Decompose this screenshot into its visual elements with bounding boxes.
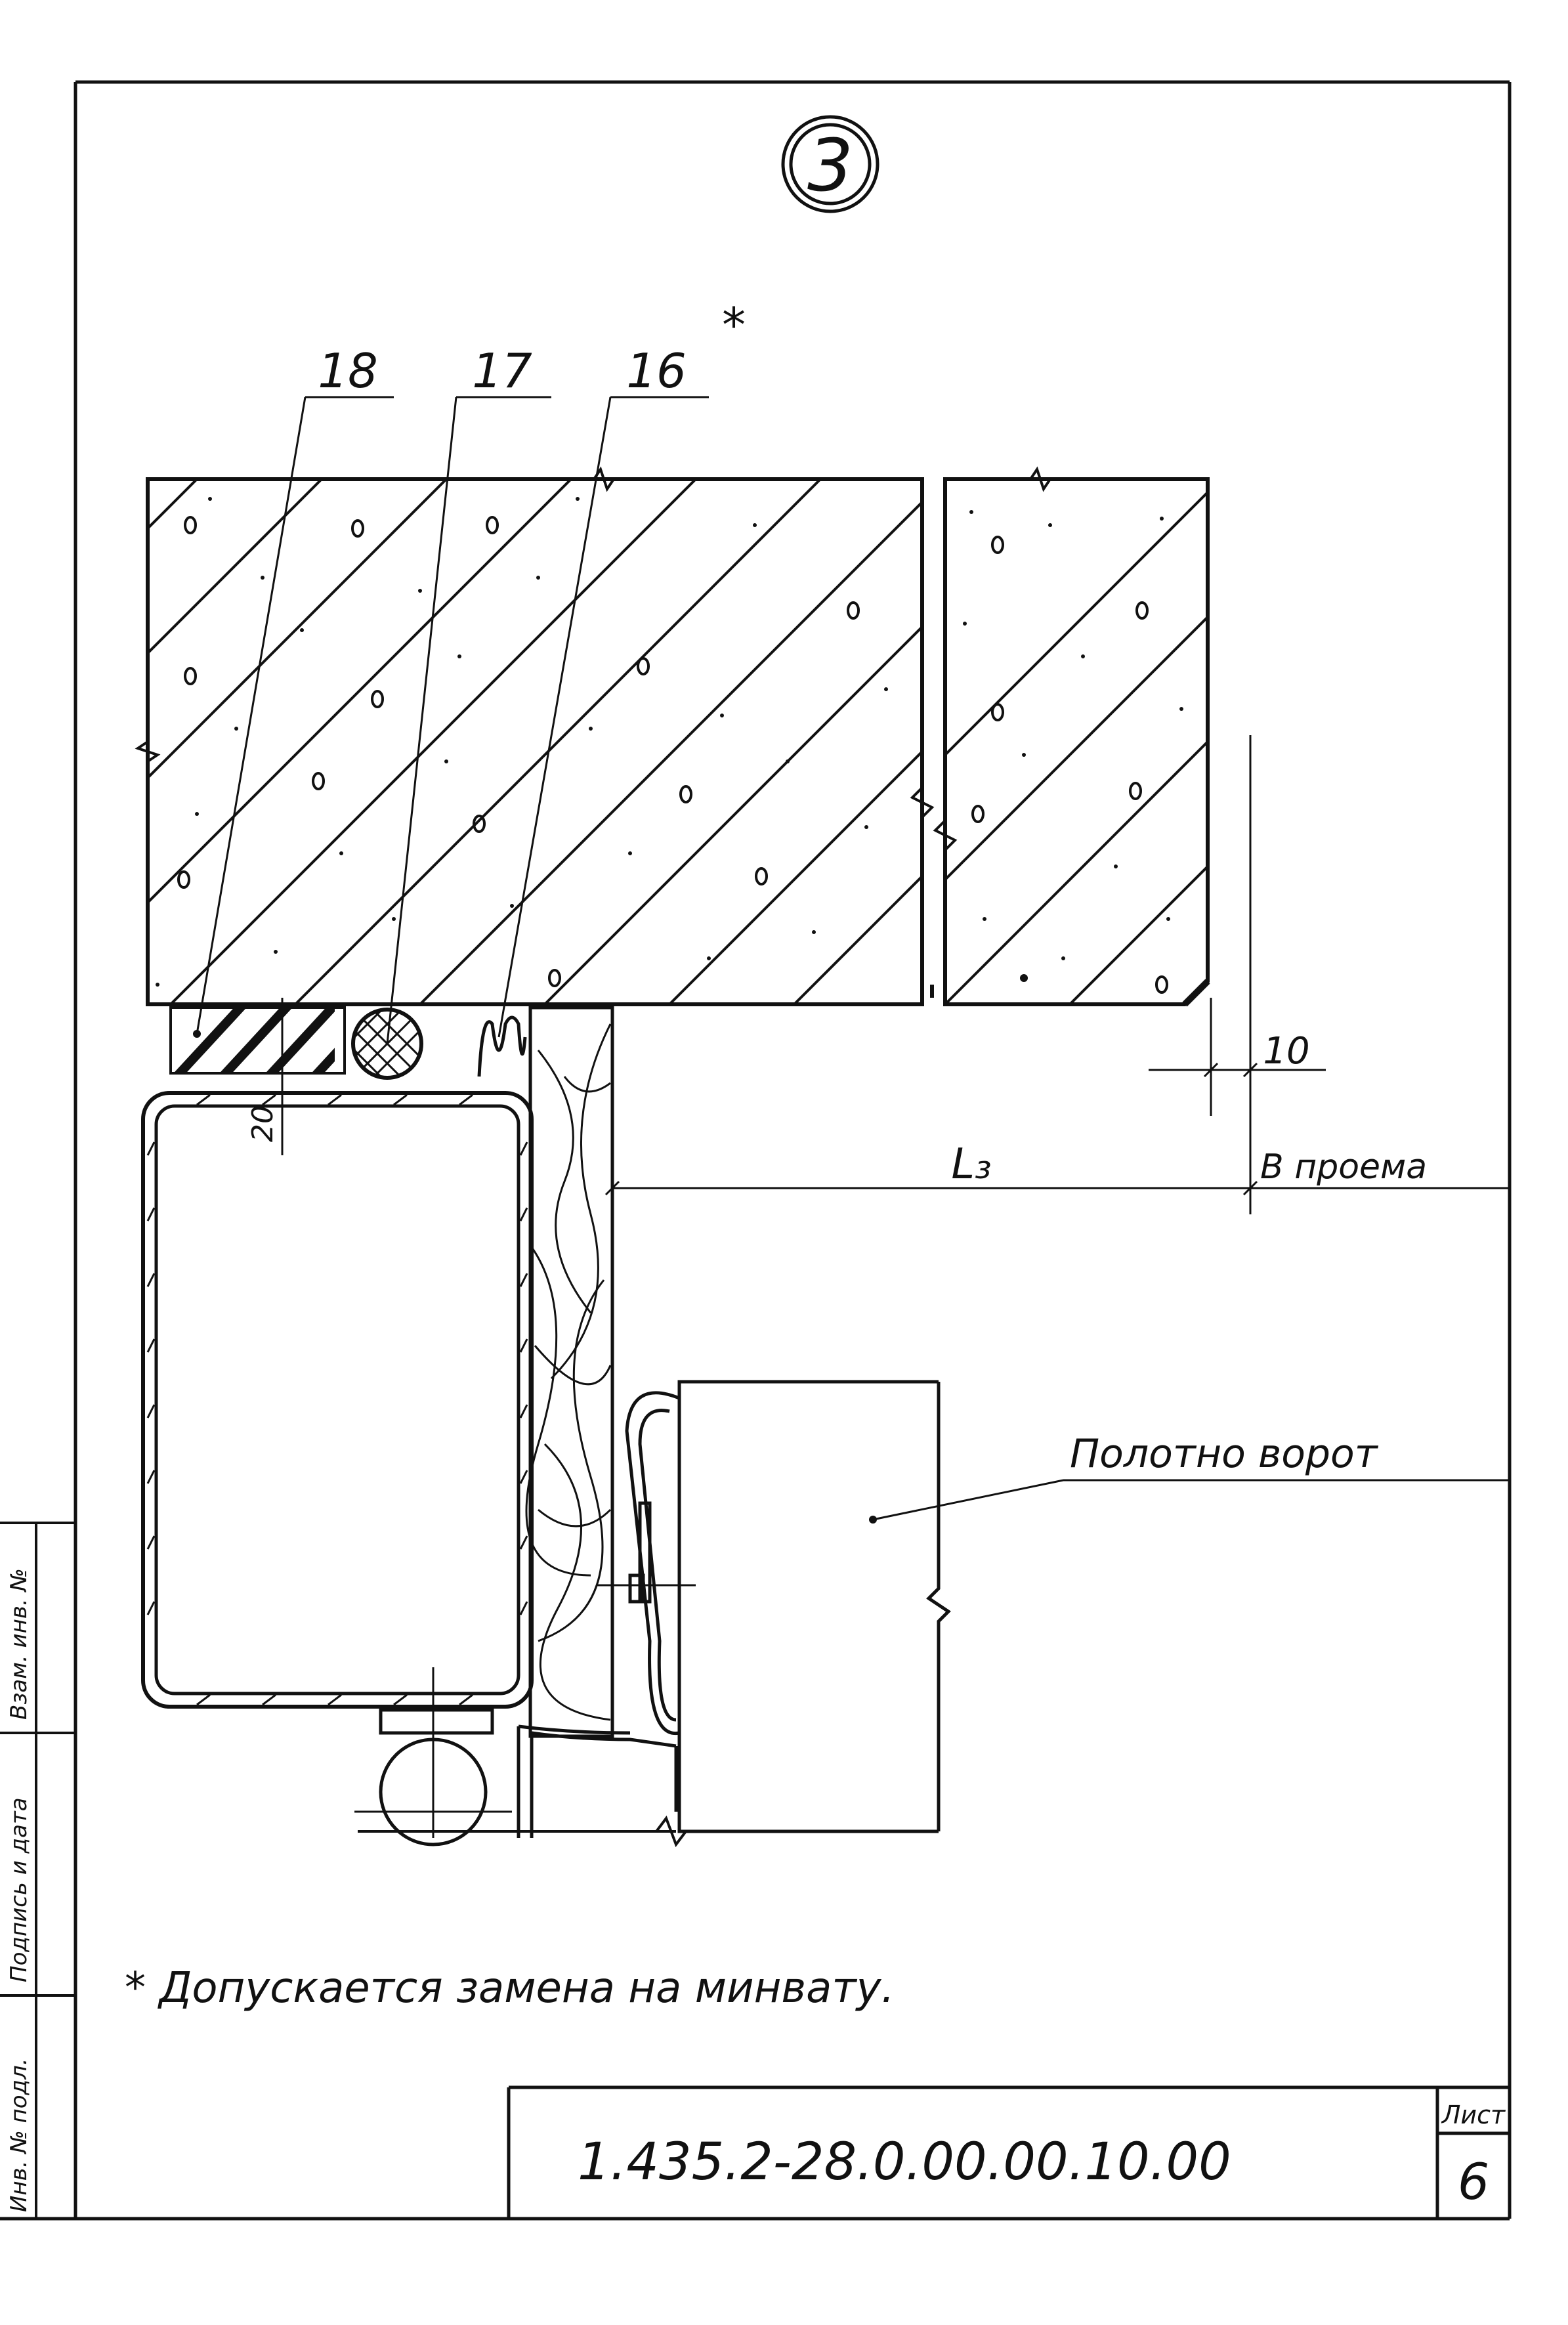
break-mark-bottom bbox=[655, 1815, 687, 1848]
title-block bbox=[507, 2085, 1510, 2219]
seal-strip-18 bbox=[169, 1006, 346, 1075]
callout-17: 17 bbox=[472, 343, 532, 398]
dimension-l3: L₃ bbox=[951, 1140, 991, 1189]
callout-leaders bbox=[196, 396, 709, 1044]
door-leaf-leader bbox=[872, 1479, 1510, 1521]
gasket-16 bbox=[477, 1015, 527, 1077]
detail-number-badge bbox=[781, 115, 879, 213]
center-lines bbox=[281, 998, 512, 1838]
dimension-opening bbox=[604, 1180, 1510, 1196]
dimension-gap-value: 10 bbox=[1263, 1030, 1309, 1073]
door-leaf-panel bbox=[597, 1380, 951, 1833]
callout-18: 18 bbox=[318, 343, 378, 398]
side-stamp-replaced-inv: Взам. инв. № bbox=[6, 1568, 32, 1720]
packing-fill bbox=[525, 1006, 614, 1738]
side-stamp-inventory: Инв. № подл. bbox=[6, 2058, 32, 2212]
side-stamp bbox=[0, 1522, 75, 2219]
door-leaf-leader-dot bbox=[869, 1516, 877, 1524]
callout-16-asterisk: * bbox=[722, 297, 746, 352]
side-stamp-signature: Подпись и дата bbox=[6, 1797, 32, 1982]
designation: 1.435.2-28.0.00.00.10.00 bbox=[578, 2133, 1231, 2192]
break-mark-right bbox=[933, 466, 1051, 851]
sheet-label: Лист bbox=[1441, 2101, 1506, 2129]
steel-frame-tube bbox=[141, 1091, 534, 1709]
callout-16: 16 bbox=[626, 343, 687, 398]
note-text: * Допускается замена на минвату. bbox=[125, 1964, 895, 2013]
dimension-gap bbox=[1149, 735, 1326, 1214]
detail-number: 3 bbox=[807, 123, 853, 207]
callout-dot-18 bbox=[193, 1030, 201, 1038]
roller-wheel bbox=[379, 1708, 678, 1846]
sheet-number: 6 bbox=[1458, 2152, 1489, 2211]
sheet-frame bbox=[0, 80, 1512, 2221]
concrete-wall-right bbox=[943, 477, 1210, 1007]
door-leaf-label: Полотно ворот bbox=[1070, 1431, 1379, 1477]
dimension-opening-label: B проема bbox=[1260, 1147, 1427, 1187]
dimension-20: 20 bbox=[246, 1105, 280, 1142]
